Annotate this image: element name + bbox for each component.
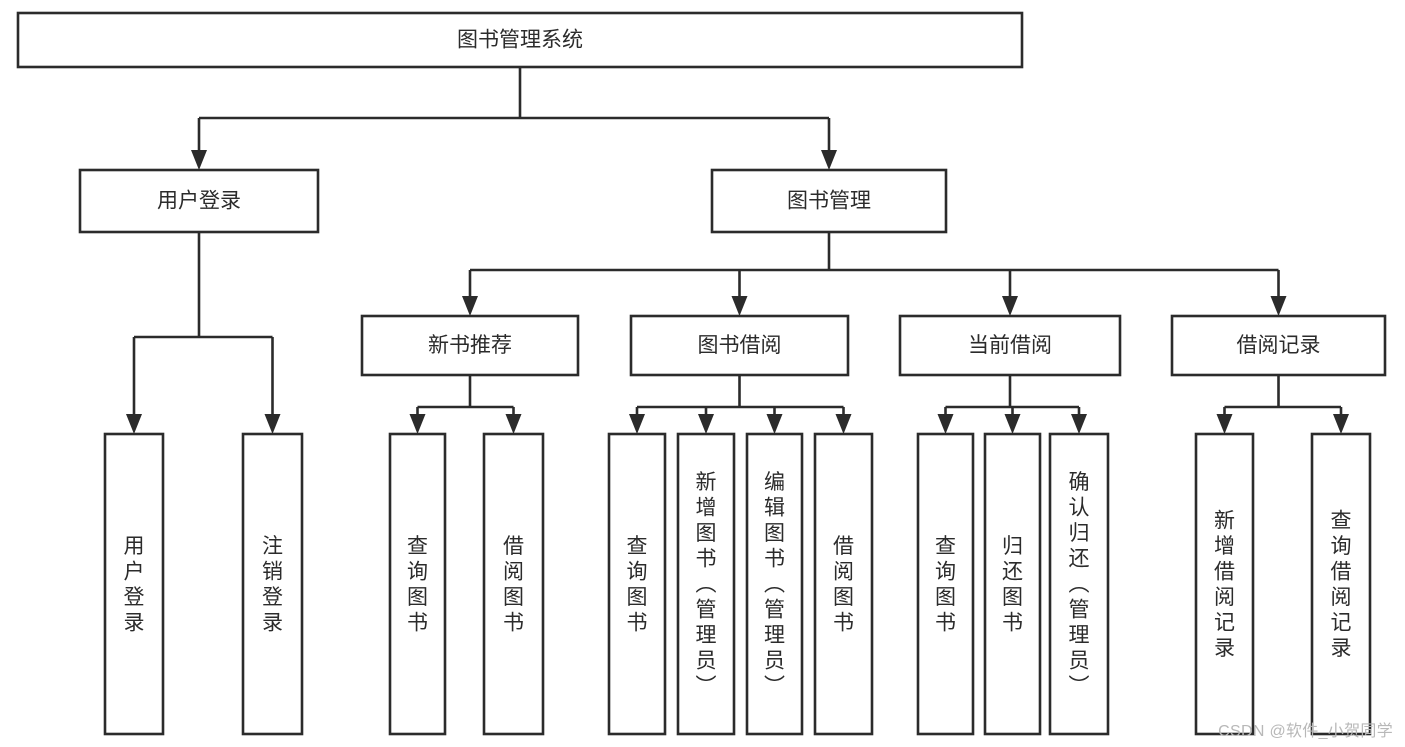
node-level2-1-label: 图书借阅 (698, 334, 782, 357)
node-level1-0-rect[interactable] (78, 168, 320, 234)
node-leaf-1-label: 注销登录 (262, 535, 283, 635)
node-leaf-3-rect[interactable] (482, 432, 545, 736)
node-leaf-2[interactable]: 查询图书 (388, 432, 447, 736)
node-level1-0[interactable]: 用户登录 (78, 168, 320, 234)
node-leaf-7-rect[interactable] (813, 432, 874, 736)
node-level1-1-label: 图书管理 (787, 190, 871, 213)
node-leaf-5-rect[interactable] (676, 432, 736, 736)
node-leaf-8[interactable]: 查询图书 (916, 432, 975, 736)
arrow-head-icon (698, 414, 714, 434)
node-level2-1[interactable]: 图书借阅 (629, 314, 850, 377)
node-level2-3[interactable]: 借阅记录 (1170, 314, 1387, 377)
node-leaf-7-label: 借阅图书 (833, 535, 854, 635)
node-leaf-11[interactable]: 新增借阅记录 (1194, 432, 1255, 736)
node-leaf-6-rect[interactable] (745, 432, 804, 736)
node-leaf-1[interactable]: 注销登录 (241, 432, 304, 736)
arrow-head-icon (937, 414, 954, 434)
node-leaf-6[interactable]: 编辑图书︵管理员︶ (745, 432, 804, 736)
arrow-head-icon (835, 414, 852, 434)
node-level2-0[interactable]: 新书推荐 (360, 314, 580, 377)
node-leaf-2-label: 查询图书 (407, 535, 428, 635)
node-leaf-3[interactable]: 借阅图书 (482, 432, 545, 736)
node-level2-3-rect[interactable] (1170, 314, 1387, 377)
node-leaf-7[interactable]: 借阅图书 (813, 432, 874, 736)
node-leaf-12-rect[interactable] (1310, 432, 1372, 736)
node-leaf-9-label: 归还图书 (1002, 535, 1023, 635)
node-level2-2[interactable]: 当前借阅 (898, 314, 1122, 377)
node-level2-0-rect[interactable] (360, 314, 580, 377)
node-leaf-5-label: 新增图书︵管理员︶ (696, 471, 717, 698)
arrow-head-icon (1071, 414, 1087, 434)
node-level2-2-label: 当前借阅 (968, 334, 1052, 357)
arrow-head-icon (1216, 414, 1233, 434)
node-layer: 图书管理系统用户登录图书管理新书推荐图书借阅当前借阅借阅记录用户登录注销登录查询… (16, 11, 1387, 736)
arrow-head-icon (1333, 414, 1349, 434)
node-level2-1-rect[interactable] (629, 314, 850, 377)
node-leaf-11-rect[interactable] (1194, 432, 1255, 736)
arrow-head-icon (1270, 296, 1287, 316)
node-leaf-6-label: 编辑图书︵管理员︶ (764, 471, 785, 698)
node-leaf-9-rect[interactable] (983, 432, 1042, 736)
node-leaf-11-label: 新增借阅记录 (1214, 509, 1235, 660)
node-leaf-10[interactable]: 确认归还︵管理员︶ (1048, 432, 1110, 736)
node-level1-1[interactable]: 图书管理 (710, 168, 948, 234)
node-leaf-9[interactable]: 归还图书 (983, 432, 1042, 736)
node-level1-0-label: 用户登录 (157, 190, 241, 213)
node-leaf-8-label: 查询图书 (935, 535, 956, 635)
node-level1-1-rect[interactable] (710, 168, 948, 234)
arrow-head-icon (409, 414, 426, 434)
arrow-head-icon (821, 150, 837, 170)
node-leaf-0[interactable]: 用户登录 (103, 432, 165, 736)
node-leaf-0-rect[interactable] (103, 432, 165, 736)
arrow-head-icon (191, 150, 207, 170)
node-level2-2-rect[interactable] (898, 314, 1122, 377)
arrow-head-icon (462, 296, 478, 316)
node-leaf-4[interactable]: 查询图书 (607, 432, 667, 736)
node-root-label: 图书管理系统 (457, 29, 583, 52)
node-level2-0-label: 新书推荐 (428, 334, 512, 357)
node-leaf-3-label: 借阅图书 (503, 535, 524, 635)
arrow-head-icon (505, 414, 522, 434)
node-leaf-8-rect[interactable] (916, 432, 975, 736)
node-leaf-2-rect[interactable] (388, 432, 447, 736)
node-root-rect[interactable] (16, 11, 1024, 69)
arrow-head-icon (731, 296, 748, 316)
arrow-head-icon (264, 414, 281, 434)
arrow-head-icon (1004, 414, 1021, 434)
node-leaf-4-rect[interactable] (607, 432, 667, 736)
arrow-head-icon (126, 414, 142, 434)
node-leaf-10-rect[interactable] (1048, 432, 1110, 736)
node-leaf-1-rect[interactable] (241, 432, 304, 736)
node-root[interactable]: 图书管理系统 (16, 11, 1024, 69)
node-leaf-10-label: 确认归还︵管理员︶ (1069, 471, 1090, 698)
arrow-head-icon (629, 414, 645, 434)
node-leaf-5[interactable]: 新增图书︵管理员︶ (676, 432, 736, 736)
node-leaf-12[interactable]: 查询借阅记录 (1310, 432, 1372, 736)
node-level2-3-label: 借阅记录 (1237, 334, 1321, 357)
node-leaf-4-label: 查询图书 (627, 535, 648, 635)
connector-layer (126, 67, 1349, 434)
arrow-head-icon (1002, 296, 1018, 316)
node-leaf-12-label: 查询借阅记录 (1331, 509, 1352, 660)
arrow-head-icon (766, 414, 783, 434)
node-leaf-0-label: 用户登录 (124, 535, 145, 635)
